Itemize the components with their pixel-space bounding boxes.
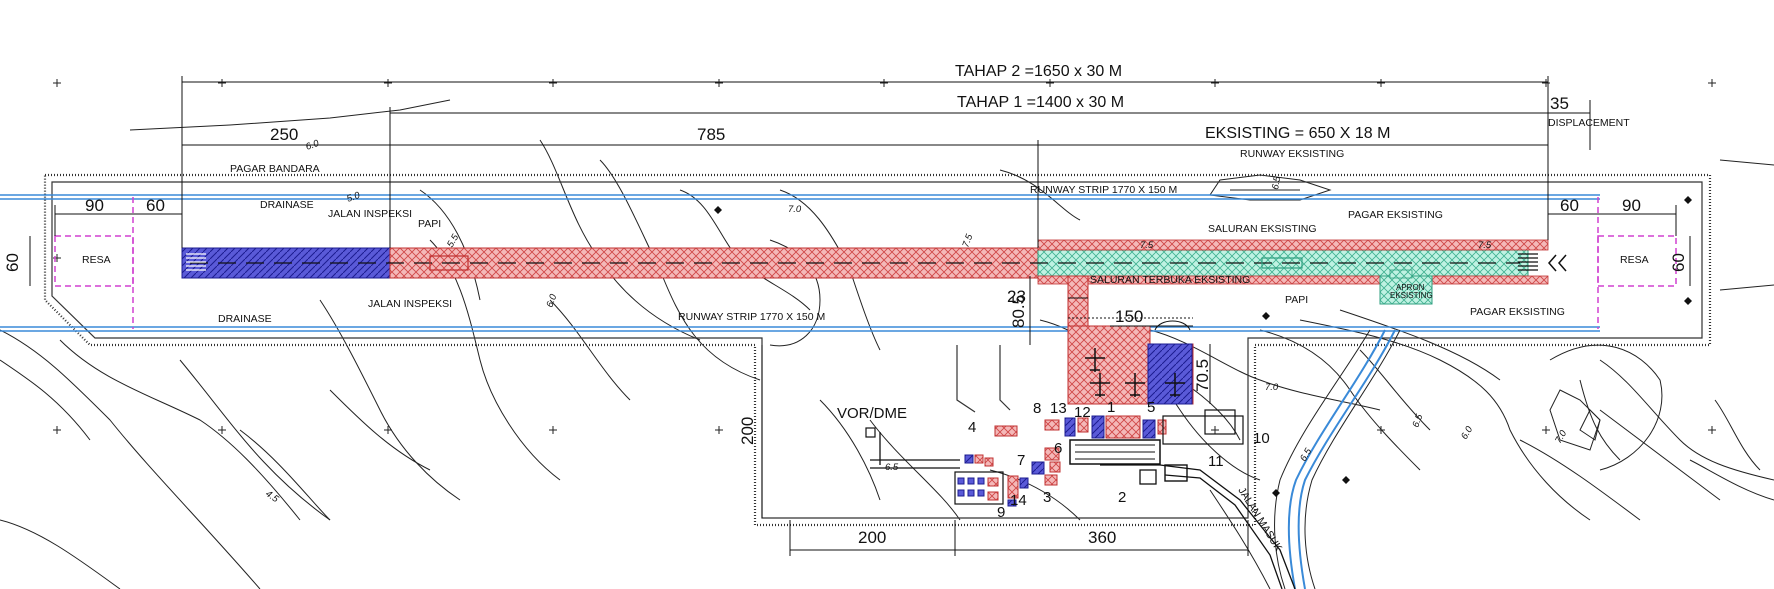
apron-eksisting <box>1379 275 1433 305</box>
label-apron-eksisting-2: EKSISTING <box>1390 291 1433 300</box>
label-pagar-bandara: PAGAR BANDARA <box>230 163 320 175</box>
dim-23: 23 <box>1007 287 1026 306</box>
resa-areas <box>54 197 1677 329</box>
dim-90-left: 90 <box>85 196 104 215</box>
building-number-4: 4 <box>968 419 976 436</box>
dim-70-5: 70.5 <box>1193 359 1212 392</box>
survey-markers <box>714 196 1692 497</box>
label-drainase-top: DRAINASE <box>260 199 314 211</box>
papi-box-left <box>429 255 469 271</box>
contour-6-5-top: 6.5 <box>1270 175 1283 191</box>
label-saluran-eksisting: SALURAN EKSISTING <box>1208 223 1317 235</box>
contour-7-0-a: 7.0 <box>788 204 802 215</box>
river <box>1287 329 1396 589</box>
contour-7-5-c: 7.5 <box>1478 240 1492 251</box>
building-number-2: 2 <box>1118 489 1126 506</box>
building-number-12: 12 <box>1074 404 1091 421</box>
contour-4-5: 4.5 <box>263 488 281 505</box>
dim-80-5: 80.5 <box>1009 295 1028 328</box>
contour-5-5: 5.5 <box>445 232 461 250</box>
dimension-lines <box>29 76 1691 556</box>
dim-60-left: 60 <box>146 196 165 215</box>
airport-fence <box>43 173 1712 527</box>
inspection-road <box>51 181 1703 519</box>
dim-150: 150 <box>1115 307 1143 326</box>
contour-6-0-c: 6.0 <box>1459 424 1475 442</box>
drainage-lines <box>0 194 1600 332</box>
contour-6-5-d: 6.5 <box>885 462 899 473</box>
label-resa-right: RESA <box>1620 254 1649 266</box>
label-drainase-bottom: DRAINASE <box>218 313 272 325</box>
label-runway-eksisting: RUNWAY EKSISTING <box>1240 148 1344 160</box>
label-saluran-terbuka: SALURAN TERBUKA EKSISTING <box>1090 274 1250 286</box>
existing-marker <box>1261 257 1303 269</box>
label-pagar-eksisting-top: PAGAR EKSISTING <box>1348 209 1443 221</box>
dim-360: 360 <box>1088 528 1116 547</box>
label-papi-left: PAPI <box>418 218 441 230</box>
label-vor-dme: VOR/DME <box>837 405 907 422</box>
displacement-arrows <box>1548 254 1567 272</box>
dim-tahap2: TAHAP 2 =1650 x 30 M <box>955 63 1122 80</box>
dim-250: 250 <box>270 125 298 144</box>
label-jalan-inspeksi-top: JALAN INSPEKSI <box>328 208 412 220</box>
taxiway-eksisting <box>1389 269 1413 279</box>
apron-expansion <box>1147 343 1193 405</box>
aircraft-icons <box>1085 348 1185 397</box>
threshold-marks <box>186 253 206 271</box>
dim-90-right: 90 <box>1622 196 1641 215</box>
access-road <box>870 432 1296 589</box>
dim-eksisting: EKSISTING = 650 X 18 M <box>1205 125 1390 142</box>
label-apron-eksisting-1: APRON <box>1396 283 1425 292</box>
label-runway-strip-top: RUNWAY STRIP 1770 X 150 M <box>1030 184 1177 196</box>
dim-785: 785 <box>697 125 725 144</box>
label-resa-left: RESA <box>82 254 111 266</box>
building-number-6: 6 <box>1054 440 1062 457</box>
building-number-7: 7 <box>1017 452 1025 469</box>
contour-7-5-a: 7.5 <box>960 232 975 249</box>
dim-60-right: 60 <box>1560 196 1579 215</box>
label-runway-strip-bottom: RUNWAY STRIP 1770 X 150 M <box>678 311 825 323</box>
label-displacement: DISPLACEMENT <box>1548 117 1630 129</box>
threshold-marks-right <box>1518 253 1538 271</box>
dim-60-vertical-left: 60 <box>3 253 22 272</box>
building-number-9: 9 <box>997 504 1005 521</box>
grid-markers <box>53 79 1716 434</box>
runway-tahap2-extension <box>1037 239 1549 251</box>
vor-dme-site <box>865 427 876 438</box>
parking-lot-outline <box>1154 320 1191 331</box>
contour-6-0-top: 6.0 <box>304 138 321 153</box>
contour-7-0-b: 7.0 <box>1265 382 1279 393</box>
label-jalan-inspeksi-bottom: JALAN INSPEKSI <box>368 298 452 310</box>
building-numbers: 1 2 3 4 5 6 7 8 9 10 11 12 13 14 <box>968 399 1270 521</box>
stream <box>1274 329 1401 589</box>
dim-200-vertical: 200 <box>738 417 757 445</box>
building-number-3: 3 <box>1043 489 1051 506</box>
building-number-5: 5 <box>1147 399 1155 416</box>
dim-35: 35 <box>1550 94 1569 113</box>
terminal-area <box>954 409 1244 507</box>
contour-6-0-b: 6.0 <box>544 292 559 309</box>
dim-tahap1: TAHAP 1 =1400 x 30 M <box>957 94 1124 111</box>
building-number-14: 14 <box>1010 492 1027 509</box>
building-number-10: 10 <box>1253 430 1270 447</box>
building-number-8: 8 <box>1033 400 1041 417</box>
dim-60-vertical-right: 60 <box>1669 253 1688 272</box>
contour-5-0: 5.0 <box>345 190 362 205</box>
building-number-13: 13 <box>1050 400 1067 417</box>
building-number-1: 1 <box>1107 399 1115 416</box>
label-pagar-eksisting-bottom: PAGAR EKSISTING <box>1470 306 1565 318</box>
dim-200-horizontal: 200 <box>858 528 886 547</box>
building-number-11: 11 <box>1208 453 1224 470</box>
contour-6-5-c: 6.5 <box>1410 412 1425 429</box>
runway-tahap2-extension-lower <box>1037 275 1549 285</box>
contour-7-5-b: 7.5 <box>1140 240 1154 251</box>
label-papi-right: PAPI <box>1285 294 1308 306</box>
